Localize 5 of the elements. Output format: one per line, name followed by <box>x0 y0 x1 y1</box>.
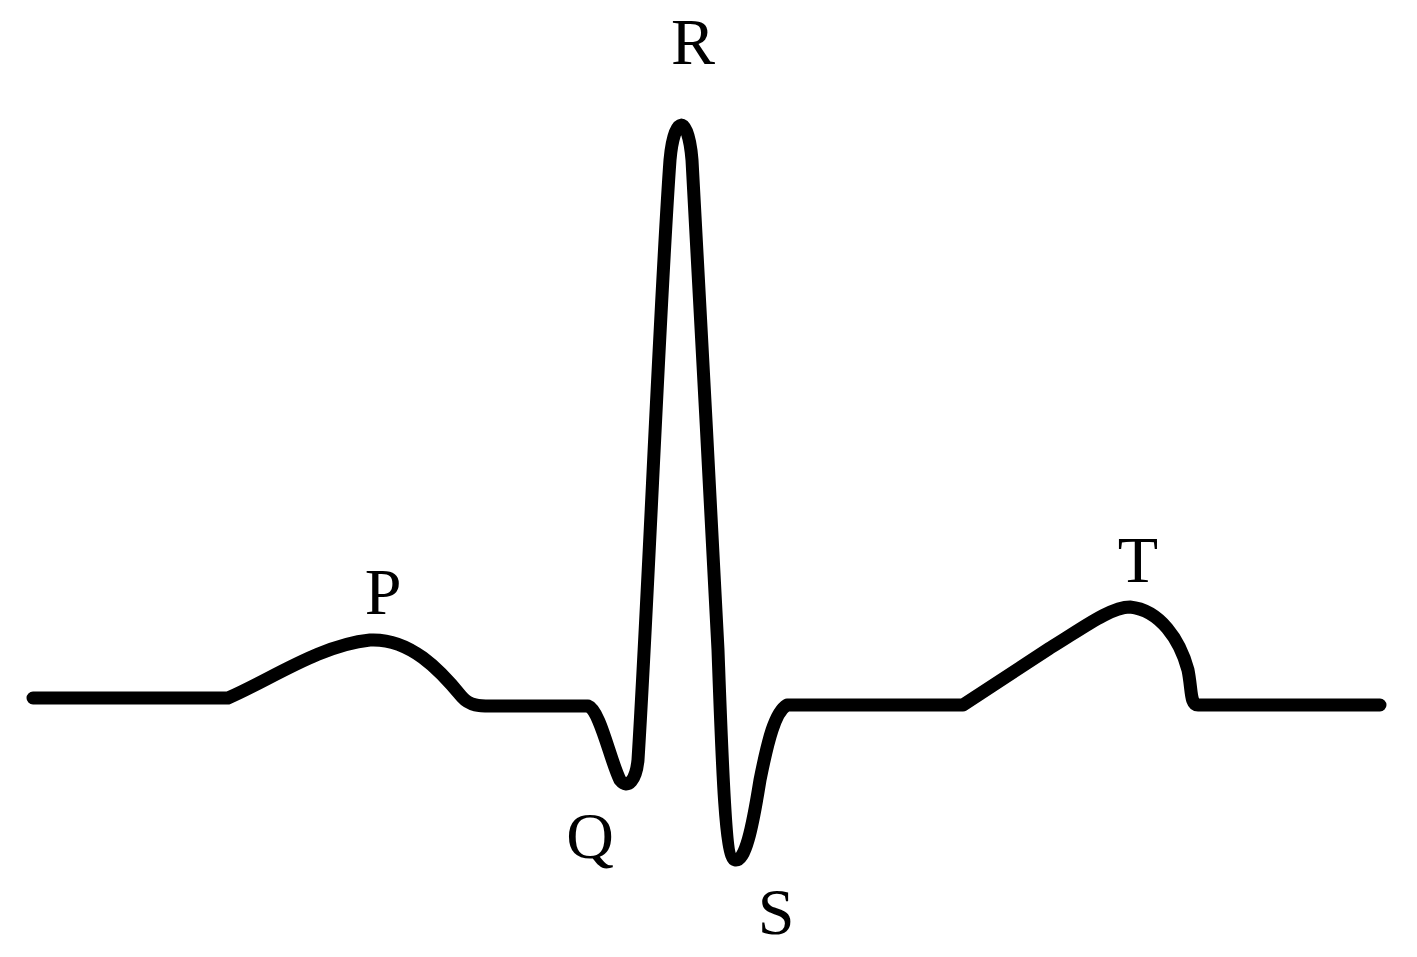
wave-label: P <box>364 559 402 625</box>
wave-label: T <box>1117 527 1159 593</box>
wave-label: Q <box>566 803 614 869</box>
wave-label: S <box>757 879 795 945</box>
wave-label: R <box>671 9 715 75</box>
